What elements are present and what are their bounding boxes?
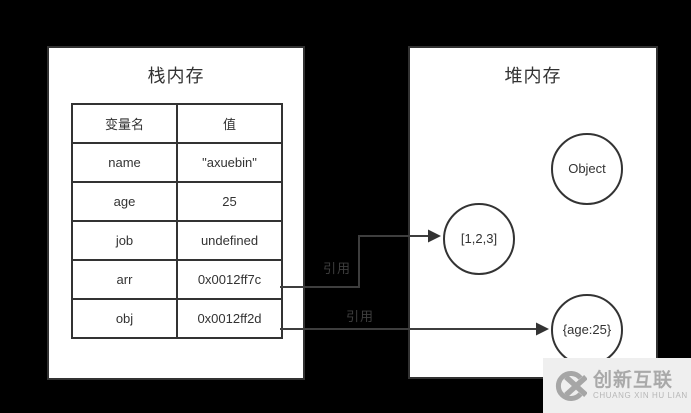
var-value-cell: 25: [176, 181, 283, 222]
heap-panel-title: 堆内存: [504, 66, 562, 86]
watermark-subtitle: CHUANG XIN HU LIAN: [593, 391, 688, 401]
var-value-cell: 0x0012ff2d: [176, 298, 283, 339]
table-header-row: 变量名 值: [71, 103, 283, 144]
var-value-cell: undefined: [176, 220, 283, 261]
var-name-cell: age: [71, 181, 178, 222]
heap-memory-panel: 堆内存 Object [1,2,3] {age:25}: [408, 46, 658, 379]
var-name-cell: name: [71, 142, 178, 183]
heap-object-literal-circle: {age:25}: [551, 294, 623, 366]
var-name-cell: job: [71, 220, 178, 261]
table-row: job undefined: [71, 220, 283, 261]
table-row: name "axuebin": [71, 142, 283, 183]
var-value-cell: 0x0012ff7c: [176, 259, 283, 300]
var-value-cell: "axuebin": [176, 142, 283, 183]
heap-array-circle: [1,2,3]: [443, 203, 515, 275]
header-variable-name: 变量名: [71, 103, 178, 144]
heap-array-label: [1,2,3]: [460, 230, 498, 246]
watermark-badge: 创新互联 CHUANG XIN HU LIAN: [543, 358, 691, 413]
stack-memory-panel: 栈内存 变量名 值 name "axuebin" age 25 job unde…: [47, 46, 305, 380]
heap-object-label: Object: [568, 160, 606, 176]
header-value: 值: [176, 103, 283, 144]
var-name-cell: arr: [71, 259, 178, 300]
stack-panel-title: 栈内存: [147, 66, 205, 86]
variables-table: 变量名 值 name "axuebin" age 25 job undefine…: [71, 103, 283, 339]
reference-label-obj: 引用: [346, 309, 375, 324]
watermark-text: 创新互联 CHUANG XIN HU LIAN: [593, 369, 688, 401]
heap-object-literal-label: {age:25}: [562, 321, 612, 337]
chuangxin-hulian-logo-icon: [555, 370, 587, 401]
watermark-brand: 创新互联: [593, 369, 674, 391]
var-name-cell: obj: [71, 298, 178, 339]
table-row: age 25: [71, 181, 283, 222]
table-row: arr 0x0012ff7c: [71, 259, 283, 300]
reference-label-arr: 引用: [323, 261, 352, 276]
table-row: obj 0x0012ff2d: [71, 298, 283, 339]
heap-object-circle: Object: [551, 133, 623, 205]
